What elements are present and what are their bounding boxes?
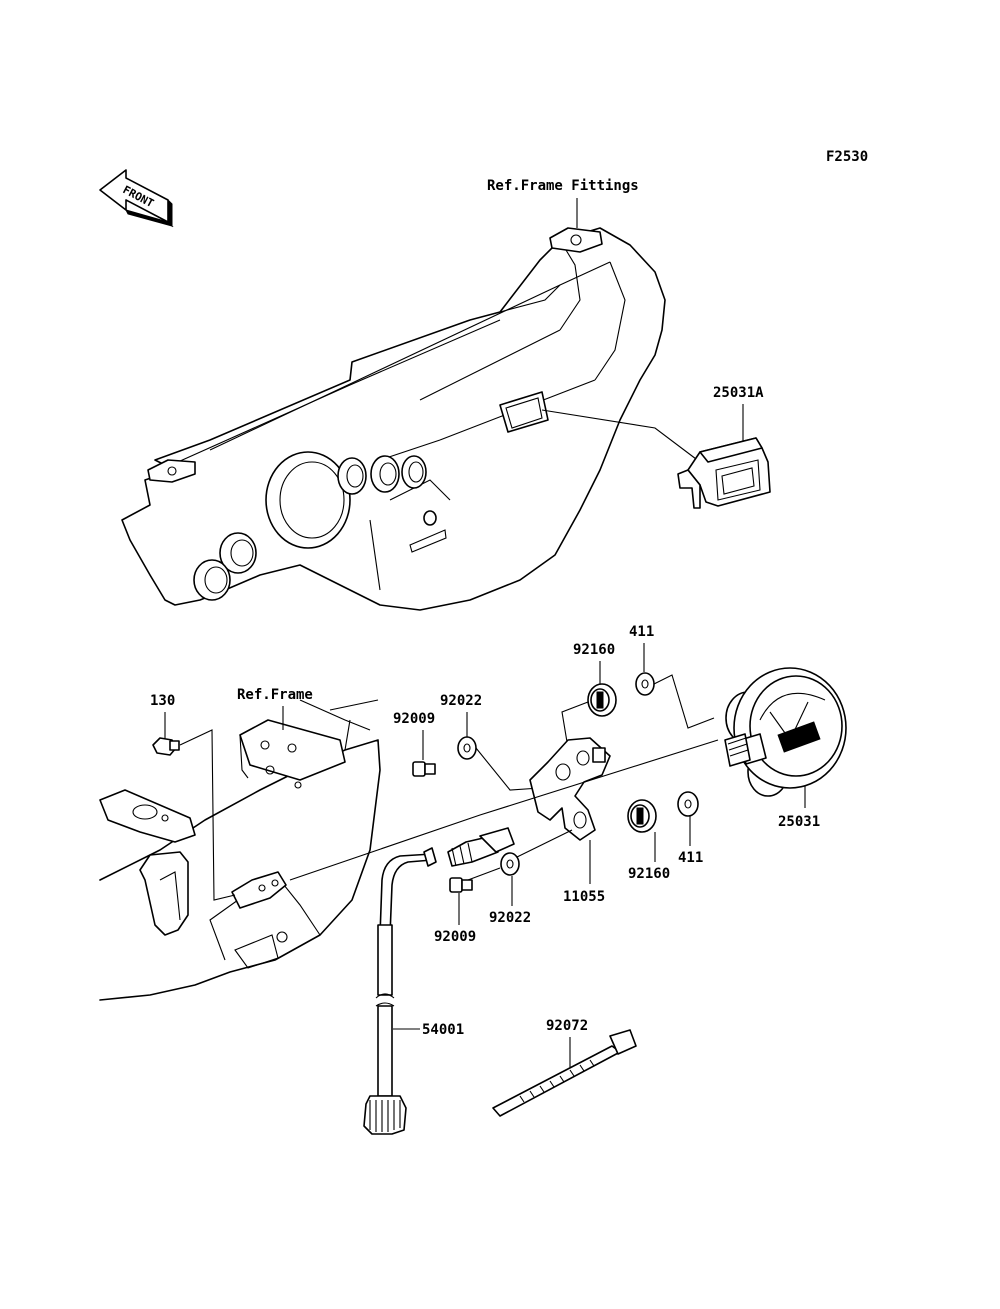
label-92072: 92072 <box>546 1018 588 1034</box>
leader-411-route-top <box>653 674 715 729</box>
label-411-top: 411 <box>629 624 654 640</box>
indicator-lamp-25031a <box>677 437 771 509</box>
label-92022-bottom: 92022 <box>489 910 531 926</box>
leader-92022-route-top <box>475 747 541 791</box>
meter-25031 <box>724 667 847 797</box>
leader-bracket-route <box>514 829 573 859</box>
figure-code: F2530 <box>826 149 868 165</box>
cable-54001 <box>363 827 515 1135</box>
label-92009-bottom: 92009 <box>434 929 476 945</box>
front-arrow-icon: FRONT <box>99 169 174 228</box>
clamp-band-92072 <box>492 1029 637 1117</box>
nut-130 <box>152 737 180 756</box>
frame <box>99 699 381 1001</box>
leader-130-route <box>179 729 236 901</box>
label-25031a: 25031A <box>713 385 764 401</box>
label-92160-top: 92160 <box>573 642 615 658</box>
washer-92022-top <box>457 736 477 760</box>
handlebar-cover <box>121 227 666 611</box>
ref-frame-fittings-label: Ref.Frame Fittings <box>487 178 639 194</box>
label-11055: 11055 <box>563 889 605 905</box>
leader-92022-route-bottom <box>467 867 501 881</box>
label-92160-bottom: 92160 <box>628 866 670 882</box>
ref-frame-label: Ref.Frame <box>237 687 313 703</box>
leader-meter-route <box>289 739 719 881</box>
label-411-bottom: 411 <box>678 850 703 866</box>
washer-411-top <box>635 672 655 696</box>
label-92009-top: 92009 <box>393 711 435 727</box>
washer-411-bottom <box>677 791 699 817</box>
washer-92022-bottom <box>500 852 520 876</box>
label-92022-top: 92022 <box>440 693 482 709</box>
label-130: 130 <box>150 693 175 709</box>
grommet-92160-top <box>587 683 617 717</box>
screw-92009-bottom <box>449 877 473 893</box>
leader-lamp <box>541 409 701 463</box>
screw-92009-top <box>412 761 436 777</box>
bracket-11055 <box>529 737 611 841</box>
label-54001: 54001 <box>422 1022 464 1038</box>
label-25031: 25031 <box>778 814 820 830</box>
grommet-92160-bottom <box>627 799 657 833</box>
